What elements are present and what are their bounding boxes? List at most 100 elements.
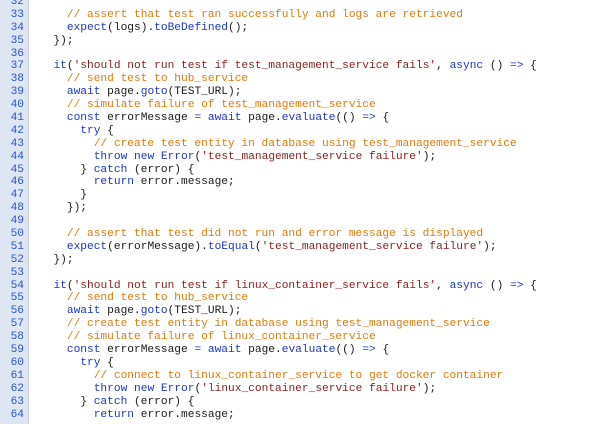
code-content: }); (28, 254, 600, 267)
code-text (40, 60, 53, 72)
line-number: 53 (10, 266, 24, 279)
function-token: goto (140, 305, 168, 318)
line-number: 36 (10, 47, 24, 60)
line-number: 33 (10, 8, 24, 21)
code-text: { (523, 60, 537, 73)
code-text: (() (335, 112, 363, 125)
code-line[interactable]: 41 const errorMessage = await page.evalu… (0, 112, 600, 125)
code-line[interactable]: 36 (0, 48, 600, 61)
code-line[interactable]: 34 expect(logs).toBeDefined(); (0, 22, 600, 35)
code-line[interactable]: 60 try { (0, 357, 600, 370)
code-line[interactable]: 50 // assert that test did not run and e… (0, 228, 600, 241)
code-text: { (100, 124, 114, 137)
code-text: }); (40, 34, 74, 47)
code-line[interactable]: 56 await page.goto(TEST_URL); (0, 305, 600, 318)
string-token: 'test_management_service failure' (261, 240, 484, 253)
line-number: 58 (10, 331, 24, 344)
code-text (40, 357, 80, 369)
code-line[interactable]: 63 } catch (error) { (0, 396, 600, 409)
code-content: // create test entity in database using … (28, 138, 600, 151)
string-token: 'test_management_service failure' (201, 150, 423, 163)
code-content: // simulate failure of linux_container_s… (28, 331, 600, 344)
code-text: { (523, 279, 537, 292)
function-token: Error (160, 150, 195, 163)
code-line[interactable]: 46 return error.message; (0, 176, 600, 189)
code-line[interactable]: 40 // simulate failure of test_managemen… (0, 99, 600, 112)
code-line[interactable]: 64 return error.message; (0, 409, 600, 422)
line-number: 63 (10, 395, 24, 408)
code-line[interactable]: 33 // assert that test ran successfully … (0, 9, 600, 22)
code-text: { (375, 112, 390, 125)
keyword-token: return (93, 176, 135, 189)
function-token: toBeDefined (154, 21, 229, 34)
code-line[interactable]: 62 throw new Error('linux_container_serv… (0, 383, 600, 396)
code-text: errorMessage (100, 112, 195, 125)
code-content: // send test to hub_service (28, 73, 600, 86)
code-text: (TEST_URL); (167, 305, 242, 318)
code-line[interactable]: 54 it('should not run test if linux_cont… (0, 280, 600, 293)
code-content: it('should not run test if linux_contain… (28, 280, 600, 293)
code-text: error.message; (134, 408, 235, 421)
code-text: ( (66, 60, 74, 73)
comment-token: // create test entity in database using … (93, 137, 517, 150)
code-text: () (483, 279, 511, 292)
code-content: expect(errorMessage).toEqual('test_manag… (28, 241, 600, 254)
code-line[interactable]: 58 // simulate failure of linux_containe… (0, 331, 600, 344)
code-line[interactable]: 59 const errorMessage = await page.evalu… (0, 344, 600, 357)
code-text (40, 99, 67, 111)
code-line[interactable]: 55 // send test to hub_service (0, 292, 600, 305)
code-content: // send test to hub_service (28, 292, 600, 305)
function-token: Error (160, 382, 195, 395)
function-token: it (53, 279, 67, 292)
code-line[interactable]: 44 throw new Error('test_management_serv… (0, 151, 600, 164)
code-line[interactable]: 49 (0, 215, 600, 228)
line-number: 48 (10, 202, 24, 215)
code-line[interactable]: 53 (0, 267, 600, 280)
string-token: 'linux_container_service failure' (201, 382, 423, 395)
code-line[interactable]: 43 // create test entity in database usi… (0, 138, 600, 151)
code-text: (error) { (127, 395, 195, 408)
code-text: } (40, 395, 94, 408)
line-number: 39 (10, 86, 24, 99)
code-text: (logs). (107, 21, 155, 34)
code-line[interactable]: 47 } (0, 189, 600, 202)
code-content: return error.message; (28, 176, 600, 189)
code-line[interactable]: 37 it('should not run test if test_manag… (0, 60, 600, 73)
code-line[interactable]: 61 // connect to linux_container_service… (0, 370, 600, 383)
code-content: } catch (error) { (28, 164, 600, 177)
code-content: }); (28, 202, 600, 215)
code-line[interactable]: 57 // create test entity in database usi… (0, 318, 600, 331)
comment-token: // send test to hub_service (66, 73, 249, 86)
code-line[interactable]: 35 }); (0, 35, 600, 48)
code-content: try { (28, 125, 600, 138)
line-number: 34 (10, 21, 24, 34)
code-text (40, 344, 67, 356)
code-line[interactable]: 38 // send test to hub_service (0, 73, 600, 86)
code-content: // connect to linux_container_service to… (28, 370, 600, 383)
line-number: 43 (10, 137, 24, 150)
code-line[interactable]: 48 }); (0, 202, 600, 215)
line-number: 38 (10, 73, 24, 86)
line-number: 37 (10, 60, 24, 73)
code-content: await page.goto(TEST_URL); (28, 305, 600, 318)
code-line[interactable]: 52 }); (0, 254, 600, 267)
code-content: } catch (error) { (28, 396, 600, 409)
line-number: 51 (10, 240, 24, 253)
comment-token: // assert that test did not run and erro… (66, 228, 484, 241)
code-line[interactable]: 39 await page.goto(TEST_URL); (0, 86, 600, 99)
code-text (40, 280, 53, 292)
line-number: 49 (10, 215, 24, 228)
code-line[interactable]: 42 try { (0, 125, 600, 138)
code-line[interactable]: 45 } catch (error) { (0, 164, 600, 177)
code-text (40, 9, 67, 21)
code-text (40, 383, 94, 395)
code-line[interactable]: 32 (0, 0, 600, 9)
code-content: } (28, 189, 600, 202)
code-line[interactable]: 51 expect(errorMessage).toEqual('test_ma… (0, 241, 600, 254)
code-text: (error) { (127, 163, 195, 176)
code-text: }); (40, 253, 74, 266)
code-text: errorMessage (100, 344, 195, 357)
keyword-token: try (80, 356, 101, 369)
